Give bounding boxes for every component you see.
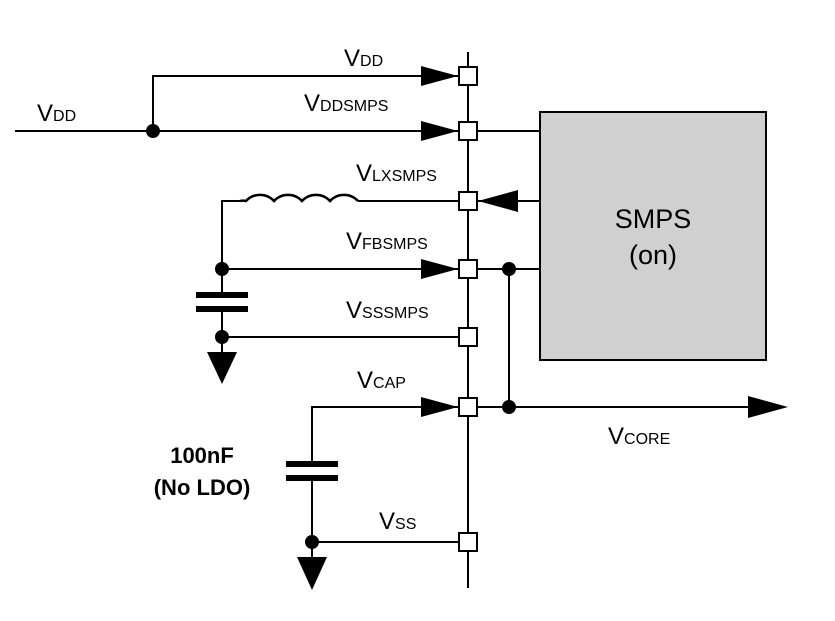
label-vdd-pin: VDD: [344, 45, 383, 72]
smps-block-title: SMPS: [615, 204, 692, 234]
pin-vcap: [458, 397, 478, 417]
label-vlxsmps-pin: VLXSMPS: [356, 160, 437, 187]
label-vss-pin: VSS: [379, 508, 416, 535]
label-vdd-input: VDD: [37, 100, 76, 127]
label-vcap-pin: VCAP: [357, 367, 406, 394]
vddsmps-arrow: [421, 121, 458, 141]
pin-vsssmps: [458, 327, 478, 347]
vcap-wire: [311, 406, 460, 466]
pin-vlxsmps: [458, 191, 478, 211]
vdd-arrow: [421, 66, 458, 86]
capacitor-value-label: 100nF: [170, 443, 234, 468]
label-vddsmps-pin: VDDSMPS: [304, 90, 388, 117]
ground-symbol-lower: [297, 557, 327, 590]
label-vsssmps-pin: VSSSMPS: [346, 297, 429, 324]
capacitor-note-label: (No LDO): [154, 475, 251, 500]
vfbsmps-arrow: [421, 259, 458, 279]
vlxsmps-arrow: [478, 190, 518, 212]
pin-vfbsmps: [458, 259, 478, 279]
smps-block-state: (on): [629, 240, 677, 270]
vcap-vcore-junction-dot: [502, 400, 516, 414]
vcore-arrow: [748, 396, 788, 418]
ground-symbol-upper: [207, 352, 237, 384]
label-vcore-output: VCORE: [608, 423, 670, 450]
pin-vddsmps: [458, 121, 478, 141]
pin-vss: [458, 532, 478, 552]
pin-vdd: [458, 66, 478, 86]
inductor-to-cap-wire: [221, 200, 240, 269]
inductor: [239, 193, 359, 203]
vdd-branch-wire: [152, 75, 460, 131]
label-vfbsmps-pin: VFBSMPS: [346, 228, 428, 255]
vcap-arrow: [421, 397, 458, 417]
smps-block: [539, 111, 767, 361]
